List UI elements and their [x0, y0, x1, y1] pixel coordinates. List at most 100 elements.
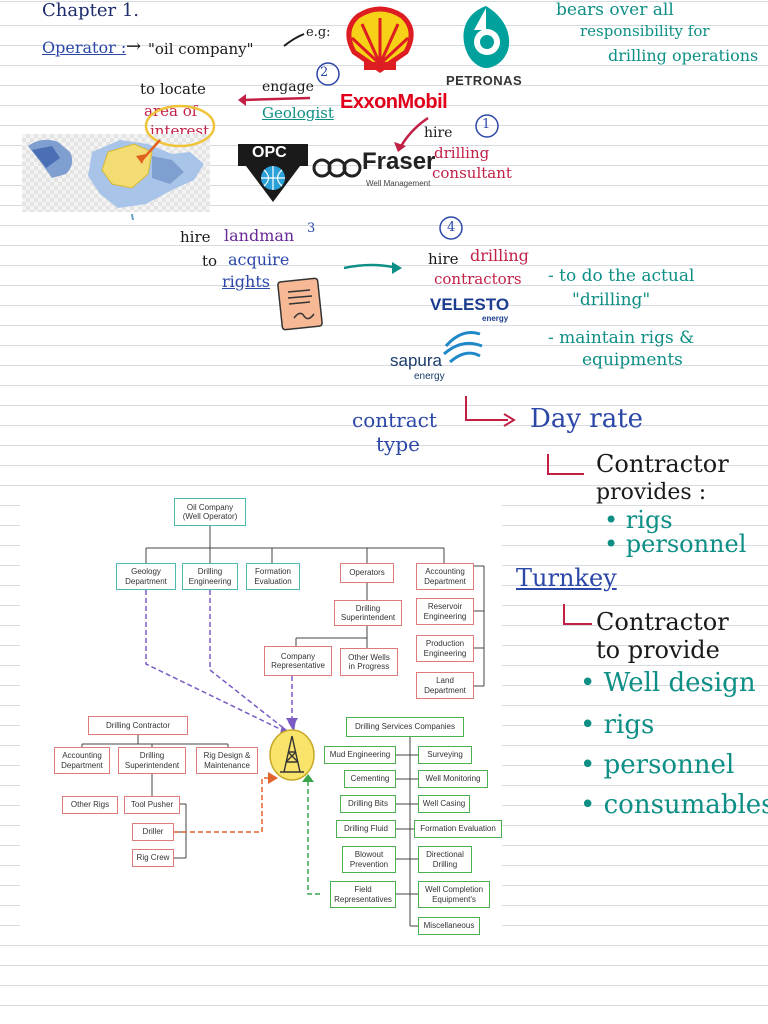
- petronas-wordmark: PETRONAS: [446, 73, 523, 88]
- do-actual-line2: "drilling": [572, 290, 651, 310]
- org-completion: Well Completion Equipment's: [418, 881, 490, 908]
- hire-consultant-label: hire: [424, 125, 453, 141]
- contract-document-icon: [277, 277, 323, 331]
- turnkey-label: Turnkey: [516, 564, 617, 592]
- org-formation-eval-2: Formation Evaluation: [414, 820, 502, 838]
- drilling-rig-icon: [269, 729, 315, 781]
- acquire-label: acquire: [228, 250, 290, 269]
- consumables-text: consumables: [603, 790, 768, 820]
- drilling-consultant-line1: drilling: [434, 144, 490, 162]
- org-surveying: Surveying: [418, 746, 472, 764]
- fraser-logo: [312, 158, 362, 178]
- contractor-to-line2: to provide: [596, 636, 720, 664]
- org-geology: Geology Department: [116, 563, 176, 590]
- contractor-provides-line2: provides :: [596, 480, 707, 505]
- org-accounting-top: Accounting Department: [416, 563, 474, 590]
- velesto-logo: VELESTO: [430, 295, 510, 314]
- engage-label: engage: [262, 79, 314, 95]
- step-3-number: 3: [307, 221, 316, 236]
- rights-label: rights: [222, 272, 270, 291]
- drilling-consultant-line2: consultant: [432, 164, 512, 182]
- org-blowout: Blowout Prevention: [342, 846, 396, 873]
- contractor-to-line1: Contractor: [596, 608, 729, 636]
- org-tool-pusher: Tool Pusher: [124, 796, 180, 814]
- org-production: Production Engineering: [416, 635, 474, 662]
- rigs-text-1: rigs: [625, 506, 673, 534]
- opc-wordmark: OPC: [252, 144, 287, 161]
- bullet-personnel-2: • personnel: [580, 750, 735, 780]
- well-design-text: Well design: [603, 668, 756, 698]
- bullet-consumables: • consumables: [580, 792, 768, 818]
- step-4-number: 4: [447, 220, 456, 235]
- bullet-personnel-1: • personnel: [604, 530, 747, 558]
- fraser-wordmark: Fraser: [362, 148, 436, 175]
- org-accounting-left: Accounting Department: [54, 747, 110, 774]
- org-operators: Operators: [340, 563, 394, 583]
- drilling-contractors-line2: contractors: [434, 270, 522, 288]
- sapura-logo: [443, 331, 483, 364]
- org-other-wells: Other Wells in Progress: [340, 648, 398, 676]
- bullet-well-design: • Well design: [580, 668, 756, 698]
- bears-line-3: drilling operations: [608, 46, 759, 65]
- org-drilling-super-2: Drilling Superintendent: [118, 747, 186, 774]
- org-well-monitoring: Well Monitoring: [418, 770, 488, 788]
- maintain-line1: - maintain rigs &: [548, 328, 695, 348]
- hire-landman-label: hire: [180, 228, 211, 246]
- petronas-logo: [463, 6, 510, 68]
- sapura-subtitle: energy: [414, 371, 445, 382]
- step-1-number: 1: [482, 117, 491, 132]
- fraser-subtitle: Well Management: [366, 179, 431, 188]
- org-cementing: Cementing: [344, 770, 396, 788]
- org-drilling-contractor: Drilling Contractor: [88, 716, 188, 735]
- org-reservoir: Reservoir Engineering: [416, 598, 474, 625]
- velesto-subtitle: energy: [482, 314, 509, 323]
- contract-label: contract: [352, 408, 437, 432]
- do-actual-line1: - to do the actual: [548, 266, 695, 286]
- org-bits: Drilling Bits: [340, 795, 396, 813]
- org-drilling-super: Drilling Superintendent: [334, 600, 402, 626]
- day-rate-label: Day rate: [530, 404, 644, 434]
- contract-type-arrows: [465, 396, 584, 475]
- area-of-interest-ellipse: [131, 33, 499, 220]
- drilling-contractors-line1: drilling: [470, 246, 529, 265]
- org-company-rep: Company Representative: [264, 646, 332, 676]
- org-formation-eval: Formation Evaluation: [246, 563, 300, 590]
- org-casing: Well Casing: [418, 795, 470, 813]
- org-field-reps: Field Representatives: [330, 881, 396, 908]
- personnel-text-2: personnel: [603, 750, 735, 780]
- bullet-rigs-2: • rigs: [580, 710, 655, 740]
- arrow-to-oil: →: [126, 36, 142, 57]
- operator-label: Operator :: [42, 38, 127, 57]
- org-oil-company: Oil Company (Well Operator): [174, 498, 246, 526]
- type-label: type: [376, 432, 420, 456]
- arrow-to-contractors: [343, 216, 463, 274]
- org-directional: Directional Drilling: [418, 846, 472, 873]
- org-misc: Miscellaneous: [418, 917, 480, 935]
- to-locate-label: to locate: [140, 80, 206, 98]
- org-services: Drilling Services Companies: [346, 717, 464, 737]
- org-rig-crew: Rig Crew: [132, 849, 174, 867]
- malaysia-map: [28, 139, 204, 208]
- shell-logo: [346, 6, 414, 74]
- maintain-line2: equipments: [582, 350, 683, 370]
- contractor-provides-line1: Contractor: [596, 450, 729, 478]
- bullet-rigs-1: • rigs: [604, 506, 673, 534]
- org-driller: Driller: [132, 823, 174, 841]
- step-2-number: 2: [320, 65, 329, 80]
- turnkey-arrow: [563, 604, 592, 625]
- org-other-rigs: Other Rigs: [62, 796, 118, 814]
- hire-contractors-label: hire: [428, 250, 459, 268]
- org-rig-design: Rig Design & Maintenance: [196, 747, 258, 774]
- rigs-text-2: rigs: [603, 710, 655, 740]
- org-mud: Mud Engineering: [324, 746, 396, 764]
- opc-logo: [238, 144, 308, 202]
- chapter-title: Chapter 1.: [42, 0, 140, 21]
- personnel-text-1: personnel: [625, 530, 747, 558]
- org-drilling-eng: Drilling Engineering: [182, 563, 238, 590]
- landman-label: landman: [224, 226, 295, 245]
- bears-line-2: responsibility for: [580, 22, 710, 40]
- bears-line-1: bears over all: [556, 0, 674, 20]
- org-fluid: Drilling Fluid: [336, 820, 396, 838]
- org-land: Land Department: [416, 672, 474, 699]
- sapura-wordmark: sapura: [390, 351, 442, 370]
